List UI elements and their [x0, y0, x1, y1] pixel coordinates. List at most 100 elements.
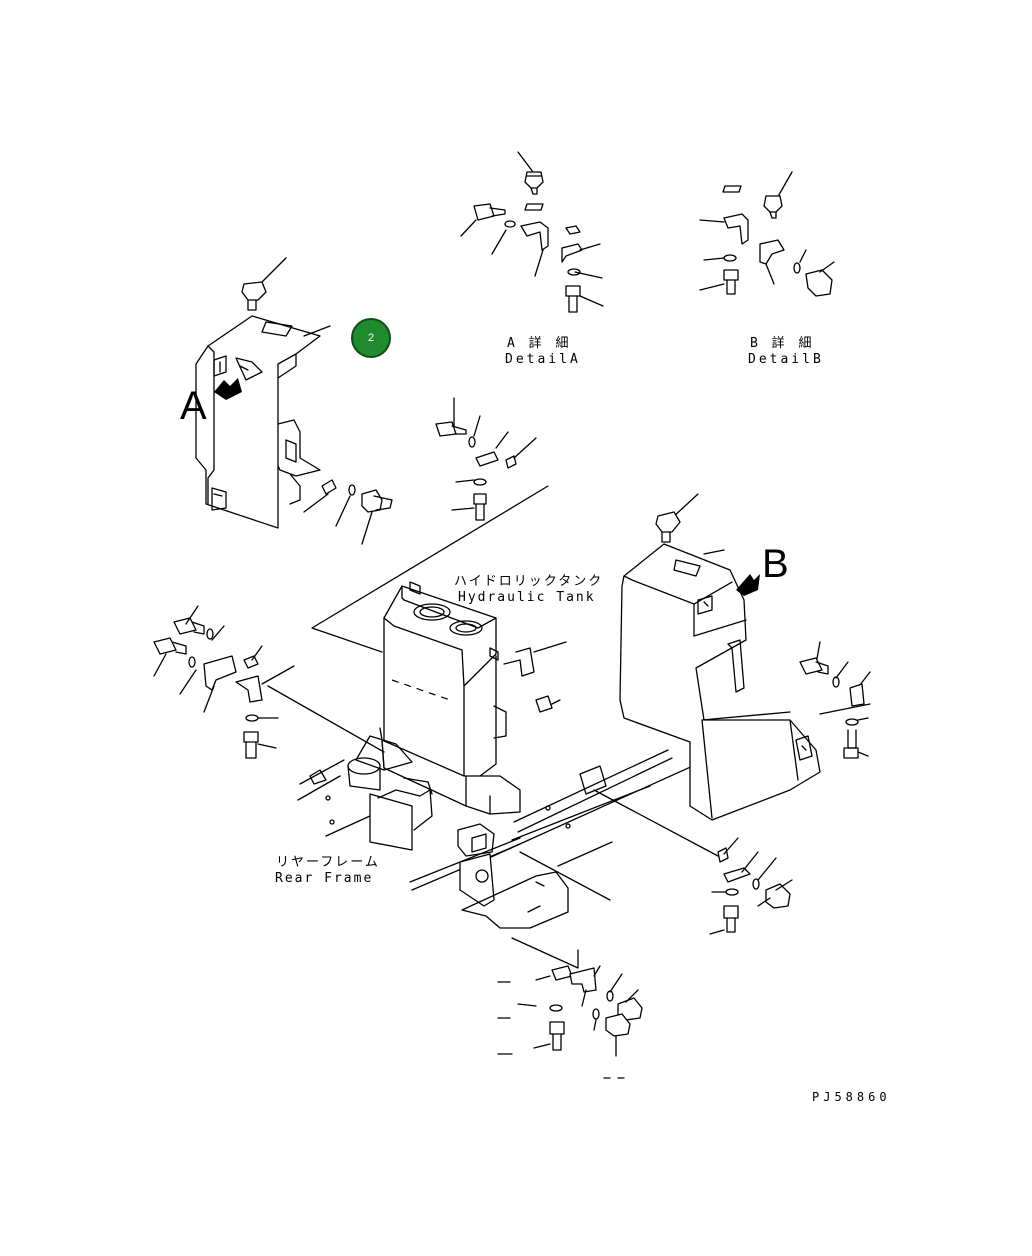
hydraulic-tank-label-en: Hydraulic Tank — [458, 590, 596, 605]
right-cover — [619, 543, 821, 821]
bolt-head — [473, 203, 495, 221]
washer — [348, 484, 356, 496]
bolt-head — [617, 997, 643, 1021]
nut — [241, 281, 267, 301]
bolt-head — [473, 493, 487, 505]
leader-line — [259, 257, 287, 285]
clip — [243, 655, 259, 669]
bolt-head — [549, 1021, 565, 1035]
arrow-b — [736, 574, 760, 596]
washer — [752, 878, 760, 890]
drawing-code: PJ58860 — [812, 1090, 891, 1104]
bolt-head — [173, 617, 197, 635]
clip — [475, 451, 499, 467]
washer — [468, 436, 476, 448]
bolt-head — [723, 905, 739, 919]
washer — [549, 1004, 563, 1012]
rear-frame-group — [297, 735, 707, 929]
washer — [245, 714, 259, 722]
bolt-head — [243, 731, 259, 743]
plate — [759, 239, 785, 265]
rear-frame-label-jp: リヤーフレーム — [276, 855, 380, 870]
leader-line — [775, 171, 793, 201]
bolt-head — [565, 285, 581, 297]
bracket — [520, 221, 549, 251]
detail-b-group — [699, 171, 835, 297]
leader-line — [765, 263, 775, 285]
leader-line — [534, 249, 544, 277]
clip — [849, 683, 865, 707]
detail-a-title-jp: A 詳 細 — [507, 336, 572, 351]
washer — [592, 1008, 600, 1020]
washer — [845, 718, 859, 726]
reference-line — [311, 485, 549, 653]
nut — [524, 171, 544, 189]
nut — [655, 511, 681, 533]
leader-line — [303, 325, 331, 337]
washer — [723, 254, 737, 262]
hydraulic-tank-group — [379, 581, 567, 783]
center-fasteners — [311, 397, 549, 653]
bolt-head — [805, 269, 833, 297]
washer — [567, 268, 581, 276]
handle — [727, 639, 745, 693]
clip — [524, 203, 544, 211]
bolt-shank — [568, 295, 604, 313]
slot — [673, 559, 701, 577]
leader-line — [699, 219, 725, 223]
clip — [723, 867, 751, 883]
left-frame-fasteners — [153, 605, 385, 759]
bolt-head — [153, 637, 177, 655]
bracket — [235, 357, 263, 381]
bolt-shank — [489, 207, 506, 217]
clip — [551, 965, 573, 981]
washer — [504, 220, 516, 228]
hydraulic-tank-label-jp: ハイドロリックタンク — [454, 574, 604, 589]
left-cover — [195, 315, 321, 529]
bolt-head — [765, 883, 791, 909]
bolt-head — [843, 747, 859, 759]
clip — [235, 675, 263, 703]
washer — [473, 478, 487, 486]
slot — [261, 321, 293, 337]
clip — [717, 847, 729, 863]
plate — [561, 243, 583, 263]
washer — [206, 628, 214, 640]
bolt-head — [435, 421, 457, 437]
callout-marker[interactable]: 2 — [351, 318, 391, 358]
right-cover-group — [619, 493, 871, 821]
detail-a-title-en: DetailA — [505, 352, 581, 367]
view-b-label: B — [762, 542, 789, 586]
frame-block — [369, 793, 413, 851]
callout-marker-label: 2 — [367, 332, 375, 344]
arrow-a — [214, 378, 242, 400]
leader-line — [671, 493, 699, 519]
bottom-fasteners — [497, 937, 643, 1079]
plate — [569, 967, 597, 993]
clip — [722, 185, 742, 193]
rear-frame-label-en: Rear Frame — [275, 871, 374, 886]
lower-right-fasteners — [593, 789, 793, 935]
bracket — [723, 213, 749, 245]
bolt-head — [723, 269, 739, 281]
nut — [763, 195, 783, 213]
lower-block — [461, 871, 569, 929]
detail-a-group — [460, 151, 604, 313]
bracket — [579, 765, 607, 795]
clip — [565, 225, 581, 235]
washer — [793, 262, 801, 274]
frame-plate — [381, 739, 521, 815]
leader-line — [517, 151, 534, 173]
clip — [321, 479, 337, 495]
detail-b-title-en: DetailB — [748, 352, 824, 367]
bracket — [203, 655, 237, 691]
bolt-head — [361, 489, 383, 513]
view-a-label: A — [180, 384, 207, 428]
leader-line — [460, 219, 507, 255]
detail-b-title-jp: B 詳 細 — [750, 336, 815, 351]
clip — [505, 455, 517, 469]
left-cover-group — [195, 257, 393, 545]
washer — [725, 888, 739, 896]
